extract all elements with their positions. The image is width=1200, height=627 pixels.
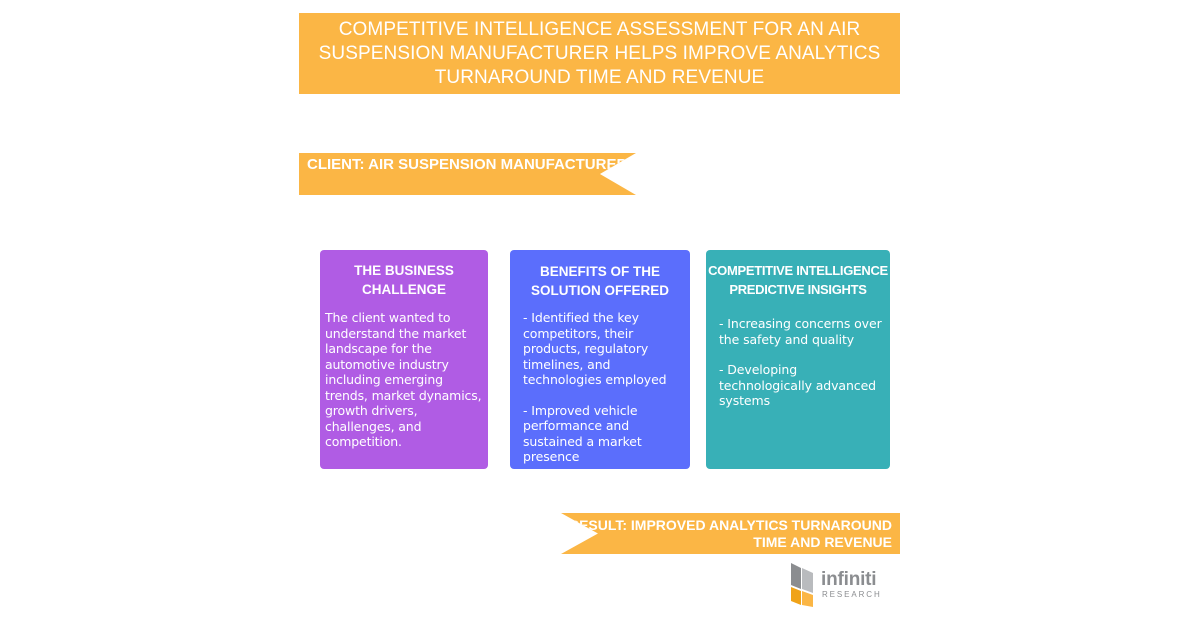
card-title: THE BUSINESS CHALLENGE xyxy=(354,263,454,297)
card-body: The client wanted to understand the mark… xyxy=(320,299,488,450)
card-paragraph: - Increasing concerns over the safety an… xyxy=(719,316,882,347)
card-body: - Identified the key competitors, their … xyxy=(510,300,690,465)
card-benefits: BENEFITS OF THE SOLUTION OFFERED - Ident… xyxy=(510,250,690,469)
card-predictive-insights: COMPETITIVE INTELLIGENCE PREDICTIVE INSI… xyxy=(706,250,890,469)
logo-name: infiniti xyxy=(821,569,877,590)
infiniti-research-logo: infiniti RESEARCH xyxy=(789,561,889,607)
card-paragraph: - Developing technologically advanced sy… xyxy=(719,362,877,408)
card-paragraph: The client wanted to understand the mark… xyxy=(325,310,482,449)
logo-subtitle: RESEARCH xyxy=(822,590,882,599)
client-label: CLIENT: AIR SUSPENSION MANUFACTURER xyxy=(307,156,628,173)
card-paragraph: - Improved vehicle performance and susta… xyxy=(523,402,642,465)
card-body: - Increasing concerns over the safety an… xyxy=(706,299,890,409)
result-ribbon: RESULT: IMPROVED ANALYTICS TURNAROUND TI… xyxy=(561,513,900,554)
page-title: COMPETITIVE INTELLIGENCE ASSESSMENT FOR … xyxy=(318,18,881,88)
card-title: BENEFITS OF THE SOLUTION OFFERED xyxy=(531,264,669,298)
card-paragraph: - Identified the key competitors, their … xyxy=(523,310,667,387)
title-banner: COMPETITIVE INTELLIGENCE ASSESSMENT FOR … xyxy=(299,13,900,94)
result-label: RESULT: IMPROVED ANALYTICS TURNAROUND TI… xyxy=(568,516,892,550)
card-business-challenge: THE BUSINESS CHALLENGE The client wanted… xyxy=(320,250,488,469)
infiniti-logo-icon xyxy=(791,563,813,607)
client-ribbon: CLIENT: AIR SUSPENSION MANUFACTURER xyxy=(299,153,636,195)
card-title: COMPETITIVE INTELLIGENCE PREDICTIVE INSI… xyxy=(708,263,888,297)
